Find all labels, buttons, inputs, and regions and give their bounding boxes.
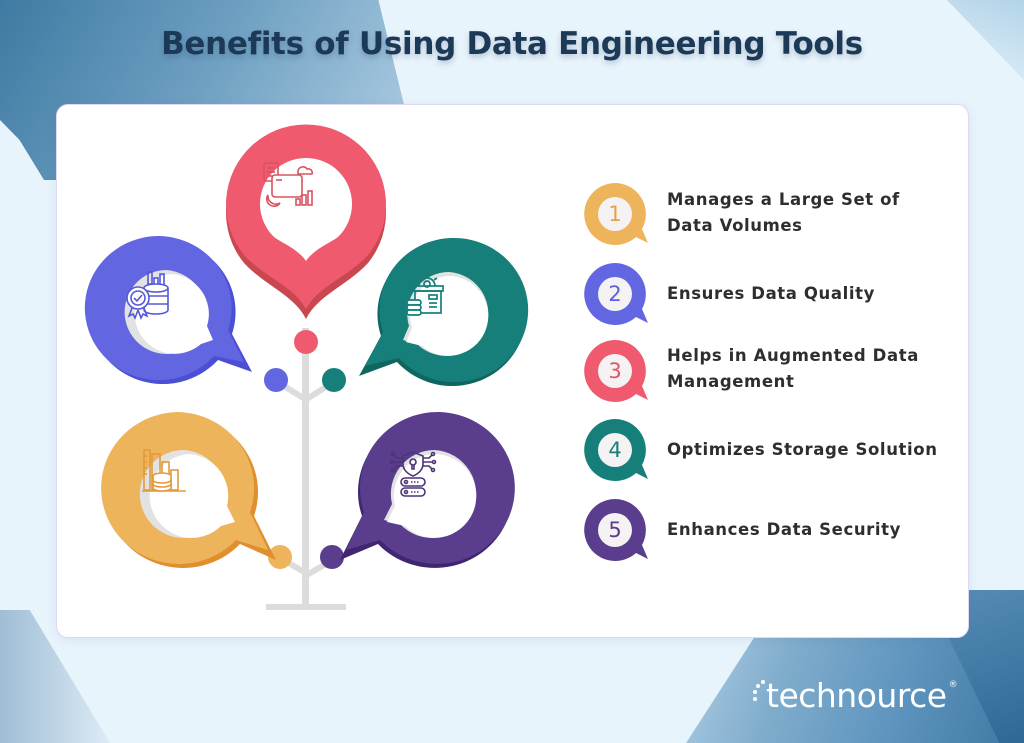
data-security-icon: [388, 450, 484, 538]
logo-text: technource: [766, 676, 947, 715]
benefit-label: Optimizes Storage Solution: [667, 440, 938, 459]
tree-base: [266, 604, 346, 610]
page-title: Benefits of Using Data Engineering Tools: [161, 26, 863, 62]
number-badge: 5: [584, 499, 648, 561]
benefit-label: Ensures Data Quality: [667, 284, 875, 303]
technource-logo: technource ®: [752, 676, 958, 715]
data-management-icon: [262, 161, 350, 249]
list-item: 4 Optimizes Storage Solution: [584, 419, 964, 481]
logo-dots-icon: [752, 676, 766, 710]
tree-trunk: [302, 328, 309, 608]
list-item: 3 Helps in Augmented Data Management: [584, 340, 964, 402]
tree-node-purple: [320, 545, 344, 569]
number-badge: 1: [584, 183, 648, 245]
marker-storage-solution: [357, 236, 531, 386]
benefit-label: Helps in Augmented Data Management: [667, 346, 919, 391]
list-item: 1 Manages a Large Set of Data Volumes: [584, 183, 964, 245]
marker-data-volume: [96, 410, 276, 570]
data-quality-icon: [122, 268, 214, 354]
marker-data-security: [340, 410, 520, 570]
storage-solution-icon: [405, 272, 501, 356]
benefit-label: Manages a Large Set of Data Volumes: [667, 190, 900, 235]
tree-node-teal: [322, 368, 346, 392]
registered-mark: ®: [948, 680, 958, 690]
data-volume-icon: [140, 448, 232, 538]
list-item: 2 Ensures Data Quality: [584, 263, 964, 325]
number-badge: 3: [584, 340, 648, 402]
number-badge: 4: [584, 419, 648, 481]
number-badge: 2: [584, 263, 648, 325]
marker-data-management: [224, 124, 388, 319]
marker-data-quality: [82, 234, 252, 384]
benefit-label: Enhances Data Security: [667, 520, 902, 539]
tree-node-red: [294, 330, 318, 354]
tree-node-blue: [264, 368, 288, 392]
list-item: 5 Enhances Data Security: [584, 499, 964, 561]
